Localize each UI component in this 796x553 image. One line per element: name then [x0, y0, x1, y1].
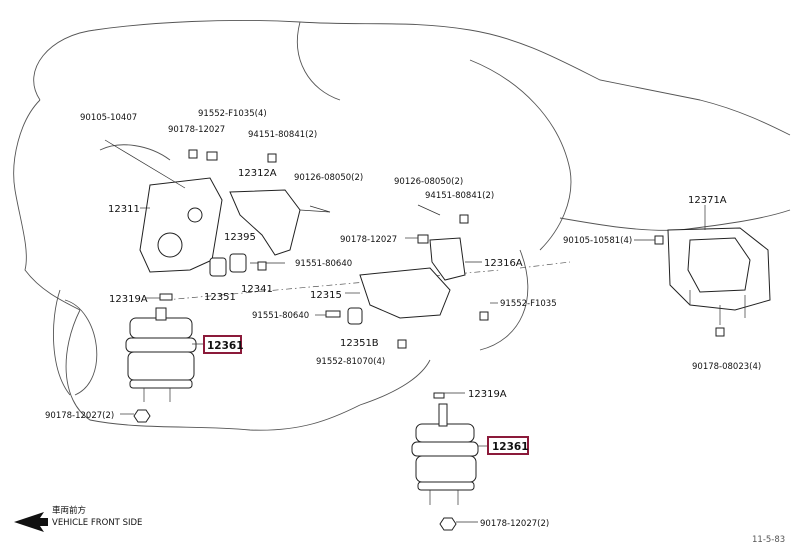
- label-90105-10407: 90105-10407: [80, 113, 137, 123]
- label-90178-12027-b: 90178-12027: [340, 235, 397, 245]
- bracket-12312a: [229, 189, 331, 256]
- label-12351b: 12351B: [340, 338, 379, 349]
- legend-japanese: 車両前方: [52, 505, 86, 516]
- rear-mount-12371a: [667, 227, 771, 325]
- label-12395: 12395: [224, 232, 256, 243]
- front-arrow-icon: [14, 512, 48, 532]
- label-12315: 12315: [310, 290, 342, 301]
- label-12361-left[interactable]: 12361: [207, 340, 244, 352]
- center-bracket: [347, 237, 466, 325]
- label-91552-f1035: 91552-F1035: [500, 299, 557, 309]
- label-90126-08050-2a: 90126-08050(2): [294, 173, 363, 183]
- highlight-box-12361-right: [487, 436, 529, 455]
- label-12319a-left: 12319A: [109, 294, 148, 305]
- label-12341: 12341: [241, 284, 273, 295]
- label-12371a: 12371A: [688, 195, 727, 206]
- label-90178-08023-4: 90178-08023(4): [692, 362, 761, 372]
- label-94151-80841-2a: 94151-80841(2): [248, 130, 317, 140]
- label-91551-80640-a: 91551-80640: [295, 259, 352, 269]
- label-12316a: 12316A: [484, 258, 523, 269]
- label-12351: 12351: [204, 292, 236, 303]
- label-12361-right[interactable]: 12361: [492, 441, 529, 453]
- fasteners: [159, 149, 725, 399]
- left-engine-mount: [125, 307, 197, 423]
- label-90126-08050-2b: 90126-08050(2): [394, 177, 463, 187]
- label-12319a-right: 12319A: [468, 389, 507, 400]
- label-91552-81070-4: 91552-81070(4): [316, 357, 385, 367]
- label-12312a: 12312A: [238, 168, 277, 179]
- engine-outline: [13, 19, 791, 431]
- label-90178-12027-2b: 90178-12027(2): [480, 519, 549, 529]
- left-bracket: [104, 139, 223, 273]
- label-91552-f1035-4: 91552-F1035(4): [198, 109, 267, 119]
- leader-lines: [120, 205, 706, 523]
- legend-english: VEHICLE FRONT SIDE: [52, 518, 142, 528]
- vehicle-front-legend: 車両前方 VEHICLE FRONT SIDE: [14, 505, 142, 532]
- label-94151-80841-2b: 94151-80841(2): [425, 191, 494, 201]
- figure-code: 11-5-83: [752, 535, 785, 545]
- label-90178-12027-a: 90178-12027: [168, 125, 225, 135]
- label-12311: 12311: [108, 204, 140, 215]
- right-engine-mount: [411, 403, 479, 531]
- label-90178-12027-2a: 90178-12027(2): [45, 411, 114, 421]
- highlight-box-12361-left: [203, 335, 242, 354]
- label-91551-80640-b: 91551-80640: [252, 311, 309, 321]
- label-90105-10581-4: 90105-10581(4): [563, 236, 632, 246]
- stopper-bushes: [209, 253, 285, 277]
